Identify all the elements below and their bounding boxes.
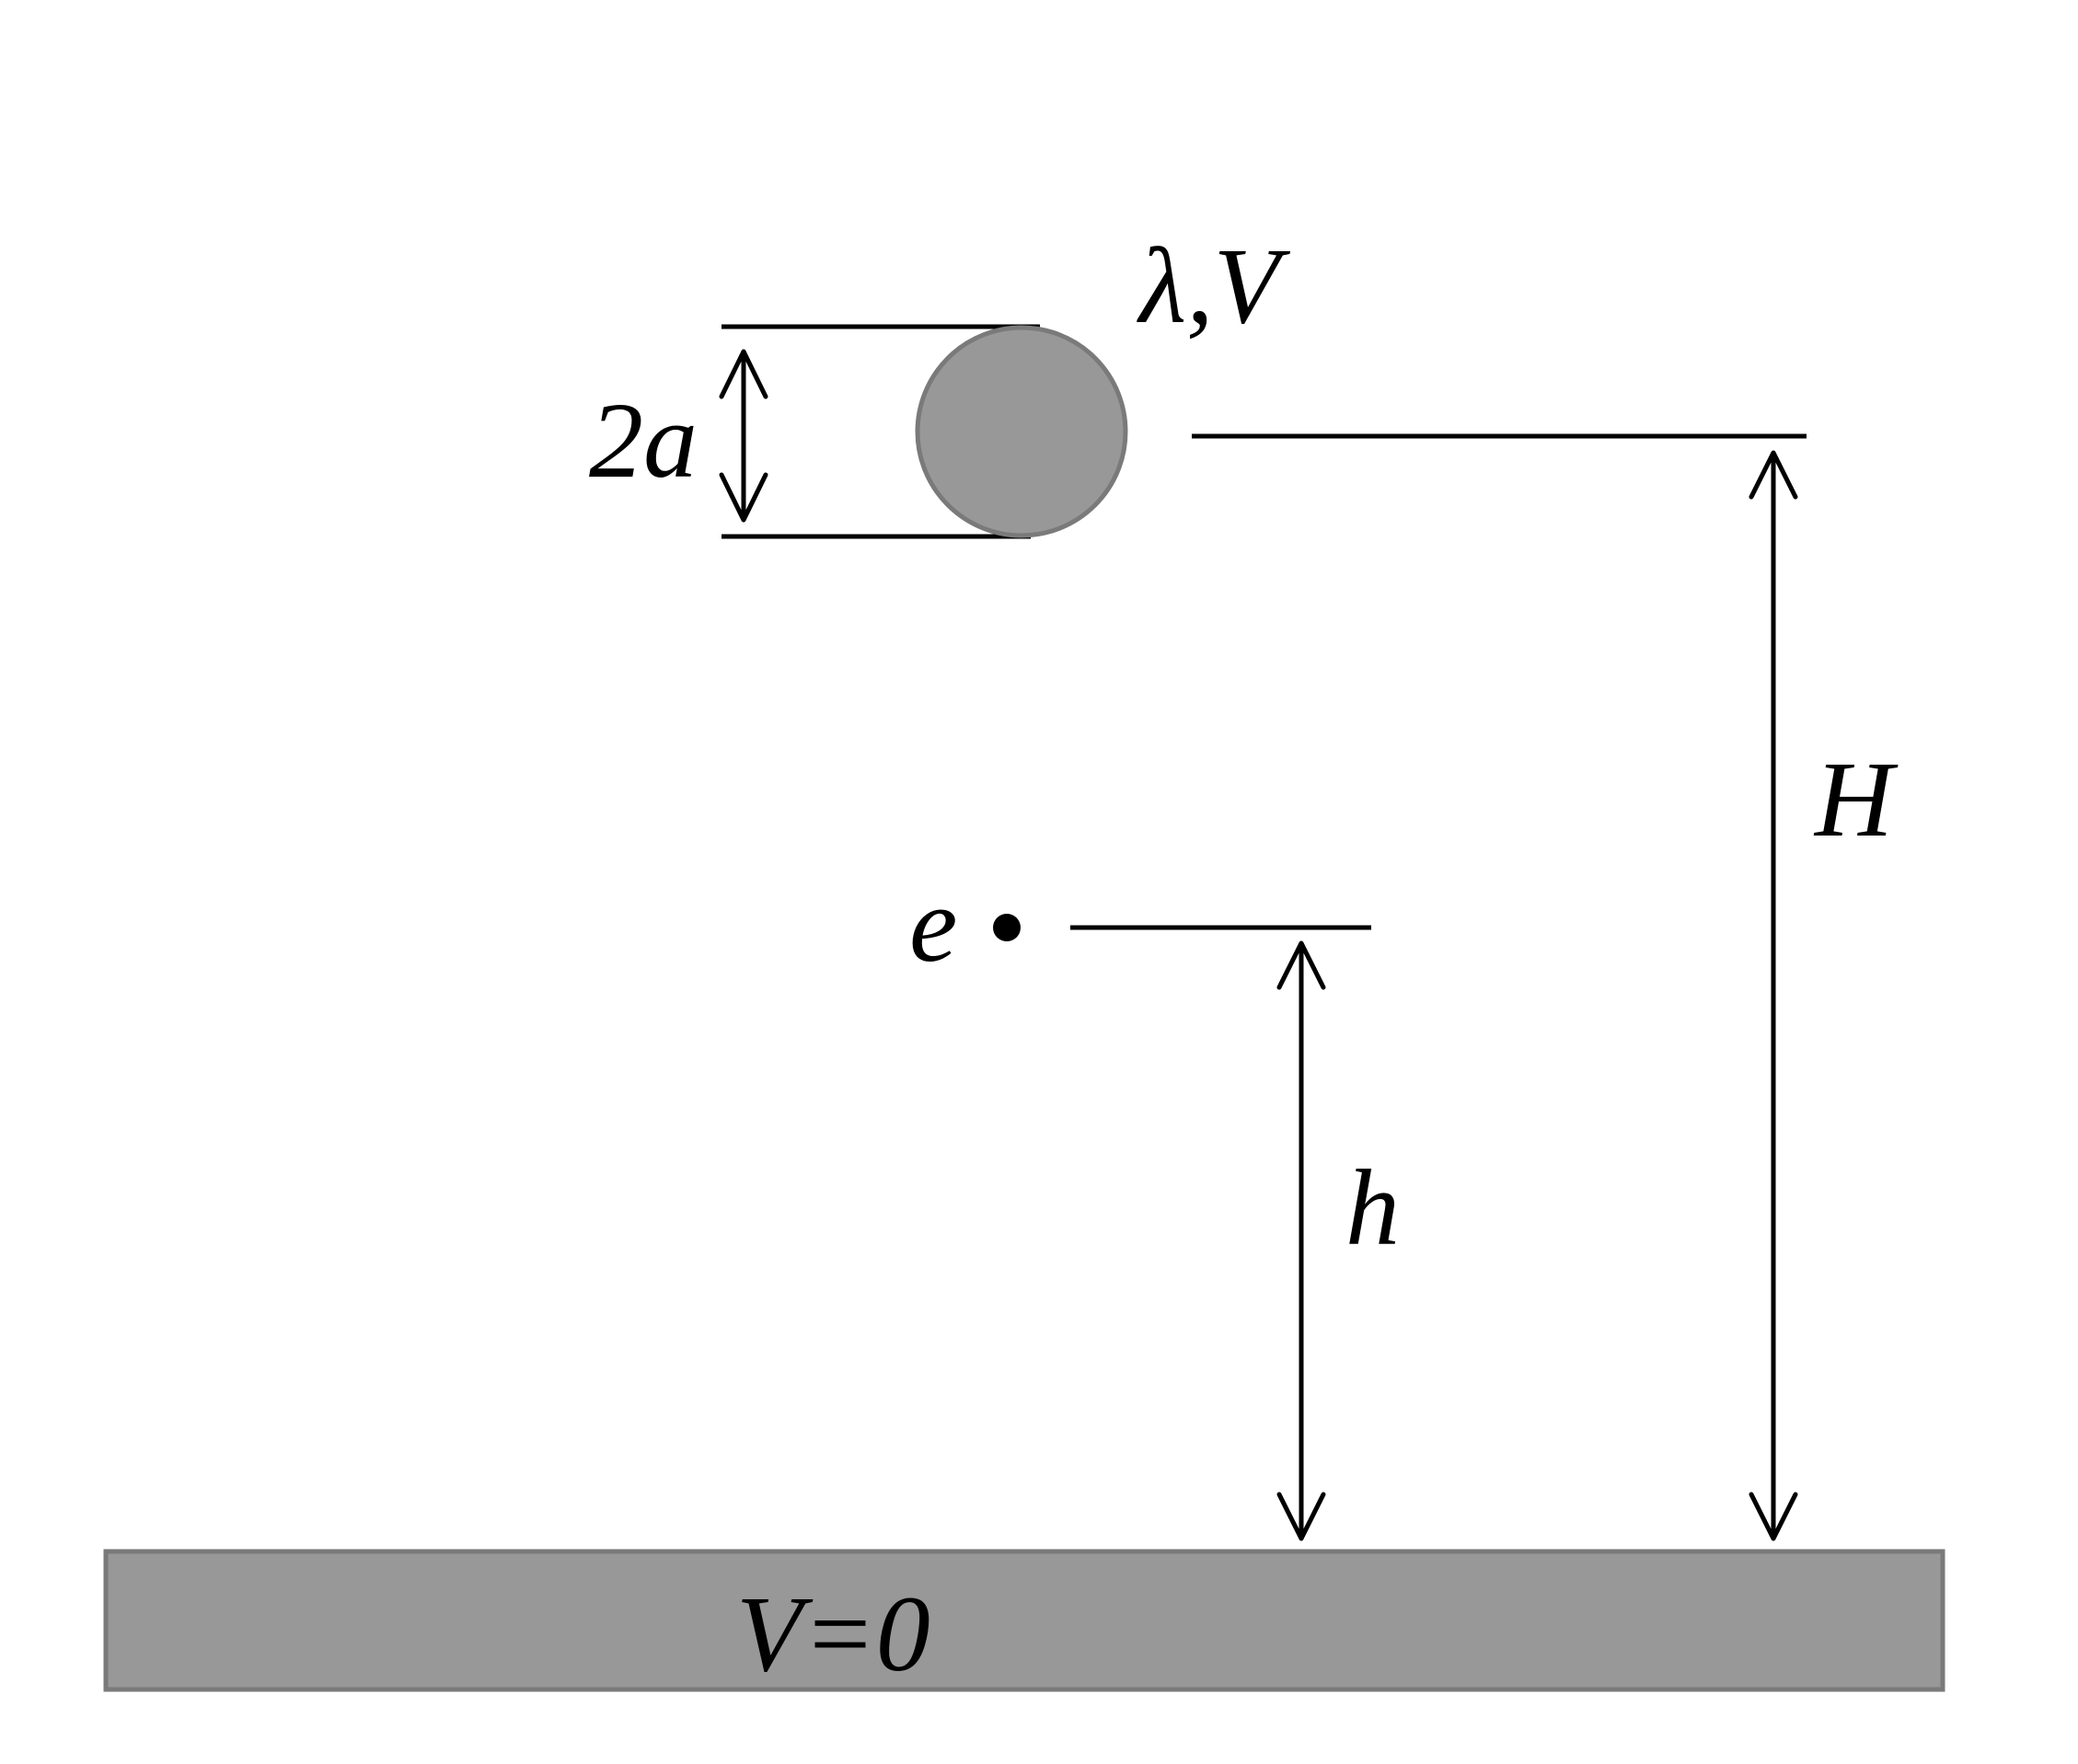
wire-charge-label: λ,V <box>1137 225 1291 346</box>
point-charge-dot <box>993 914 1021 941</box>
point-charge-label: e <box>909 864 957 985</box>
plane-potential-label: V=0 <box>736 1574 930 1694</box>
charge-height-arrow <box>1276 940 1326 1541</box>
charge-height-label: h <box>1345 1147 1400 1268</box>
wire-height-arrow <box>1749 450 1798 1541</box>
charged-wire <box>915 325 1128 538</box>
wire-diameter-arrow <box>719 349 768 523</box>
grounded-plane <box>103 1549 1945 1692</box>
wire-height-label: H <box>1813 739 1899 859</box>
wire-diameter-label: 2a <box>589 380 698 501</box>
